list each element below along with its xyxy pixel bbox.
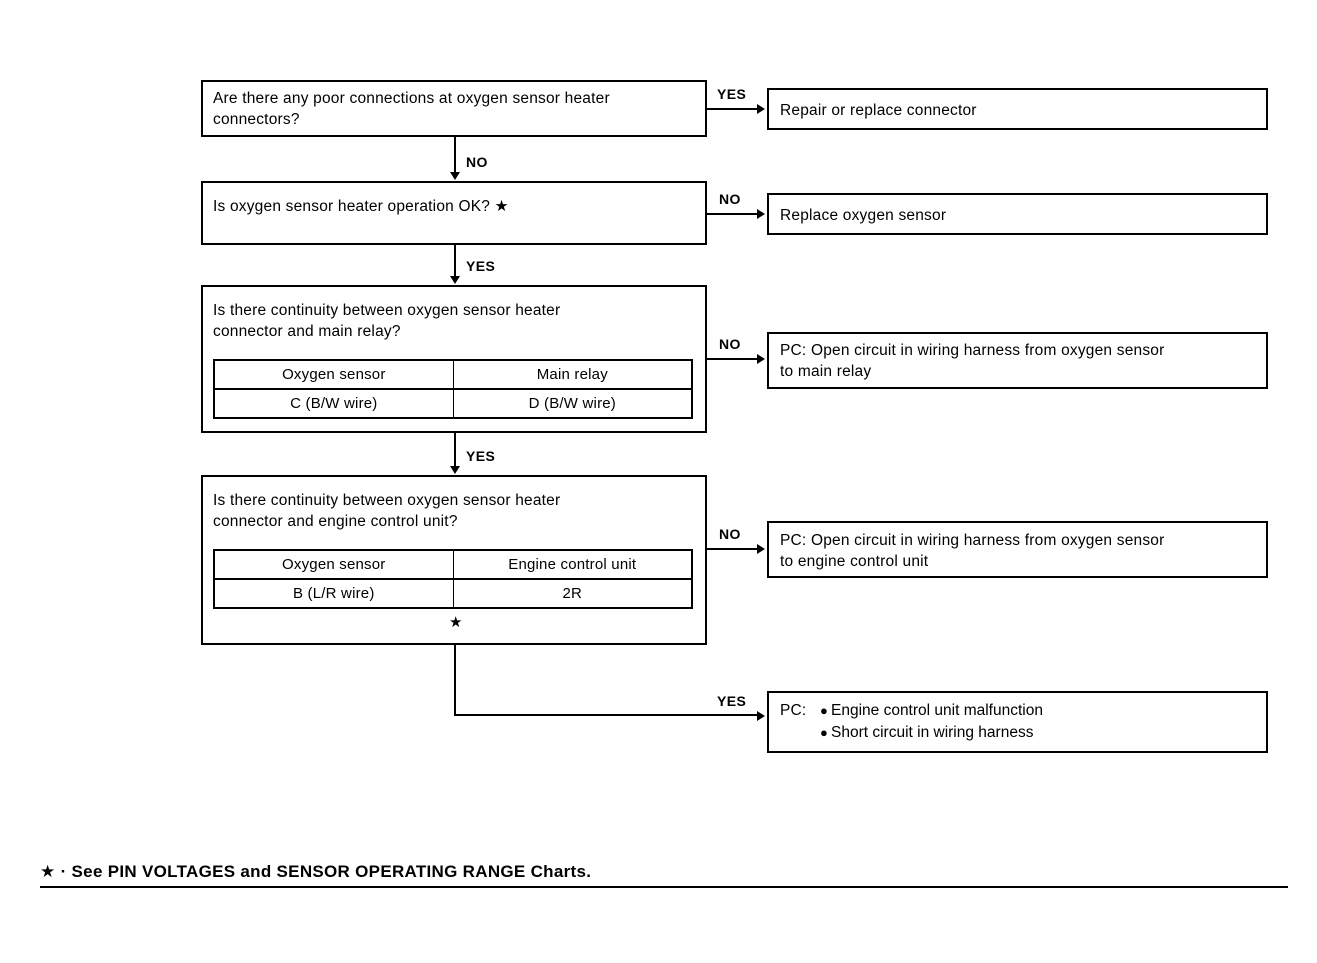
table-header-row: Oxygen sensor Main relay <box>213 359 693 390</box>
result-box-2 <box>767 193 1268 235</box>
arrowhead-q2-no <box>757 209 765 219</box>
question-1-text: Are there any poor connections at oxygen… <box>213 90 610 128</box>
list-item: ●Short circuit in wiring harness <box>820 722 1043 744</box>
connector-q3-yes <box>454 433 456 466</box>
branch-label-q3-yes: YES <box>466 448 496 464</box>
question-4-text: Is there continuity between oxygen senso… <box>213 492 561 530</box>
result-5-bullet-list: ●Engine control unit malfunction ●Short … <box>820 700 1043 744</box>
table-header-cell: Oxygen sensor <box>213 549 454 580</box>
branch-label-q3-no: NO <box>719 336 741 352</box>
bullet-dot-icon: ● <box>820 725 828 740</box>
table-header-cell: Oxygen sensor <box>213 359 454 390</box>
arrowhead-q2-yes <box>450 276 460 284</box>
footnote-separator-rule <box>40 886 1288 888</box>
result-1-text: Repair or replace connector <box>780 102 977 119</box>
table-cell: C (B/W wire) <box>213 388 454 419</box>
list-item: ●Engine control unit malfunction <box>820 700 1043 722</box>
result-5-prefix: PC: <box>780 702 807 719</box>
result-2-text: Replace oxygen sensor <box>780 207 947 224</box>
arrowhead-q1-yes <box>757 104 765 114</box>
branch-label-q2-no: NO <box>719 191 741 207</box>
branch-label-q2-yes: YES <box>466 258 496 274</box>
branch-label-q4-yes: YES <box>717 693 747 709</box>
list-item-label: Short circuit in wiring harness <box>831 724 1034 741</box>
table-header-cell: Main relay <box>452 359 693 390</box>
table-row: C (B/W wire) D (B/W wire) <box>213 388 693 419</box>
table-cell: D (B/W wire) <box>452 388 693 419</box>
footnote-text: ★ · See PIN VOLTAGES and SENSOR OPERATIN… <box>40 862 592 881</box>
question-4-table: Oxygen sensor Engine control unit B (L/R… <box>213 549 693 609</box>
connector-q1-yes <box>707 108 759 110</box>
table-header-cell: Engine control unit <box>452 549 693 580</box>
connector-q4-no <box>707 548 759 550</box>
connector-q4-yes-horizontal <box>454 714 759 716</box>
result-3-text: PC: Open circuit in wiring harness from … <box>780 342 1165 380</box>
connector-q4-yes-vertical <box>454 645 456 716</box>
arrowhead-q1-no <box>450 172 460 180</box>
arrowhead-q4-yes <box>757 711 765 721</box>
question-box-1 <box>201 80 707 137</box>
result-box-1 <box>767 88 1268 130</box>
question-3-text: Is there continuity between oxygen senso… <box>213 302 561 340</box>
arrowhead-q3-yes <box>450 466 460 474</box>
connector-q3-no <box>707 358 759 360</box>
table-row: B (L/R wire) 2R <box>213 578 693 609</box>
result-box-3 <box>767 332 1268 389</box>
table-cell: 2R <box>452 578 693 609</box>
connector-q2-yes <box>454 245 456 277</box>
branch-label-q1-yes: YES <box>717 86 747 102</box>
question-box-2 <box>201 181 707 245</box>
bullet-dot-icon: ● <box>820 703 828 718</box>
arrowhead-q4-no <box>757 544 765 554</box>
question-3-table: Oxygen sensor Main relay C (B/W wire) D … <box>213 359 693 419</box>
result-4-text: PC: Open circuit in wiring harness from … <box>780 532 1165 570</box>
question-2-text: Is oxygen sensor heater operation OK? ★ <box>213 198 509 215</box>
footnote-marker-star-icon: ★ <box>449 614 463 631</box>
arrowhead-q3-no <box>757 354 765 364</box>
table-cell: B (L/R wire) <box>213 578 454 609</box>
connector-q2-no <box>707 213 759 215</box>
branch-label-q1-no: NO <box>466 154 488 170</box>
result-box-5 <box>767 691 1268 753</box>
connector-q1-no <box>454 137 456 173</box>
result-box-4 <box>767 521 1268 578</box>
list-item-label: Engine control unit malfunction <box>831 702 1043 719</box>
table-header-row: Oxygen sensor Engine control unit <box>213 549 693 580</box>
branch-label-q4-no: NO <box>719 526 741 542</box>
